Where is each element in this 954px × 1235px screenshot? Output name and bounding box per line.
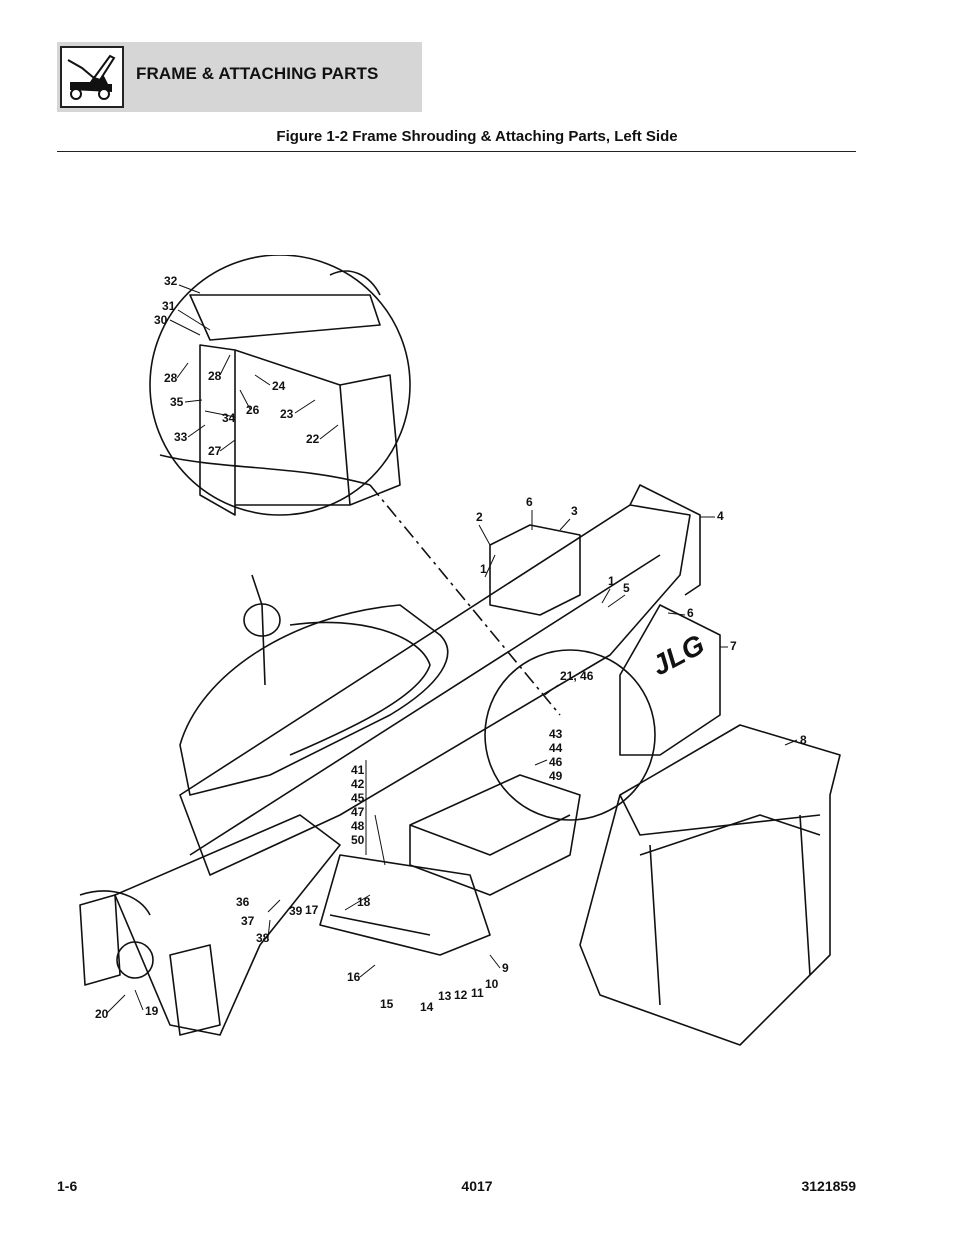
callout: 21, 46 [560,669,594,683]
callout: 15 [380,997,394,1011]
detail-ref-circle [484,649,656,821]
figure-title: Figure 1-2 Frame Shrouding & Attaching P… [276,128,678,145]
callout: 42 [351,777,365,791]
callout: 9 [502,961,509,975]
callout: 33 [174,430,188,444]
detail-circle [149,255,411,516]
callout: 37 [241,914,255,928]
callout: 10 [485,977,499,991]
callout: 4 [717,509,724,523]
callout: 24 [272,379,286,393]
callout: 7 [730,639,737,653]
callout: 49 [549,769,563,783]
callout: 36 [236,895,250,909]
callout: 44 [549,741,563,755]
callout: 1 [480,562,487,576]
section-title: FRAME & ATTACHING PARTS [136,64,379,83]
callout: 41 [351,763,365,777]
callout: 28 [164,371,178,385]
callout: 47 [351,805,365,819]
title-rule [57,151,856,152]
document-number: 3121859 [801,1178,856,1194]
detail-leader [369,484,561,716]
hood-shroud [179,604,449,796]
exploded-parts-diagram: JLG 32 31 30 28 28 24 35 26 34 23 33 27 … [79,255,841,1046]
callout: 2 [476,510,483,524]
callout: 13 [438,989,452,1003]
callout: 1 [608,574,615,588]
jlg-logo: JLG [647,628,710,681]
callout: 22 [306,432,320,446]
callout: 32 [164,274,178,288]
callout: 43 [549,727,563,741]
callout: 23 [280,407,294,421]
side-cover [619,604,721,756]
callout: 6 [526,495,533,509]
cover [489,524,581,616]
boom [179,504,691,876]
callout-labels: 32 31 30 28 28 24 35 26 34 23 33 27 22 2… [95,274,807,1021]
callout: 46 [549,755,563,769]
telehandler-icon [60,46,124,108]
callout: 50 [351,833,365,847]
callout: 27 [208,444,222,458]
callout: 14 [420,1000,434,1014]
rear-frame [79,894,121,986]
page-number: 1-6 [57,1178,78,1194]
callout: 26 [246,403,260,417]
callout: 17 [305,903,319,917]
callout: 34 [222,411,236,425]
callout: 35 [170,395,184,409]
callout: 16 [347,970,361,984]
callout: 6 [687,606,694,620]
callout: 31 [162,299,176,313]
callout: 3 [571,504,578,518]
callout: 48 [351,819,365,833]
cab [579,724,841,1046]
callout: 30 [154,313,168,327]
callout: 12 [454,988,468,1002]
callout: 18 [357,895,371,909]
callout: 8 [800,733,807,747]
callout: 28 [208,369,222,383]
callout: 39 [289,904,303,918]
callout: 20 [95,1007,109,1021]
callout: 45 [351,791,365,805]
step-assembly [319,854,491,956]
model-number: 4017 [461,1178,493,1194]
callout: 5 [623,581,630,595]
callout: 19 [145,1004,159,1018]
callout: 11 [471,986,484,1000]
callout: 38 [256,931,270,945]
